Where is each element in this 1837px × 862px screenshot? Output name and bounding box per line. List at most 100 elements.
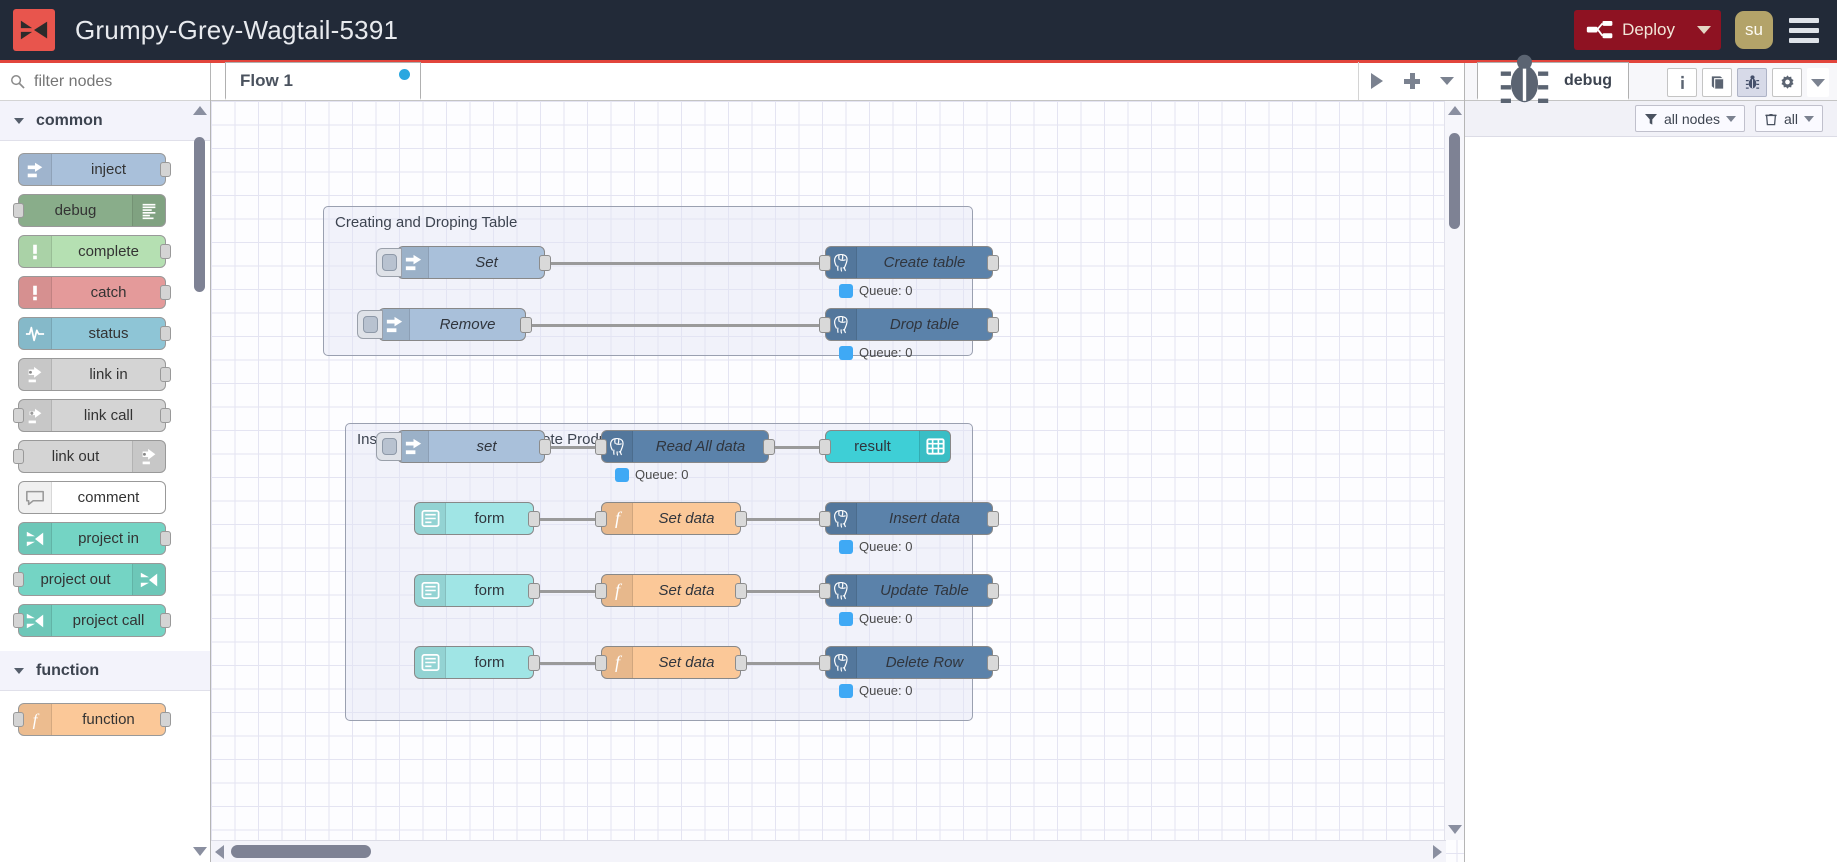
canvas-vscroll-thumb[interactable] <box>1449 133 1460 229</box>
palette-scrollbar[interactable] <box>190 101 208 862</box>
flow-port-in[interactable] <box>819 583 831 599</box>
canvas-horizontal-scrollbar[interactable] <box>211 840 1446 862</box>
run-flow-button[interactable] <box>1359 62 1394 100</box>
flow-node-update-table[interactable]: Update Table <box>819 574 999 607</box>
inject-trigger-button[interactable] <box>376 248 402 277</box>
scroll-down-arrow-icon[interactable] <box>1448 825 1462 834</box>
flow-port-in[interactable] <box>819 317 831 333</box>
flow-node-delete-row[interactable]: Delete Row <box>819 646 999 679</box>
canvas-hscroll-thumb[interactable] <box>231 845 371 858</box>
scroll-up-arrow-icon[interactable] <box>193 106 207 115</box>
flow-port-out[interactable] <box>987 255 999 271</box>
flow-wire[interactable] <box>545 446 603 449</box>
palette-node-link-out[interactable]: link out <box>13 440 166 473</box>
flow-node-form[interactable]: form <box>414 646 540 679</box>
sidebar-menu[interactable] <box>1807 68 1829 97</box>
inject-trigger-button[interactable] <box>357 310 383 339</box>
flow-port-in[interactable] <box>819 255 831 271</box>
palette-node-link-in[interactable]: link in <box>18 358 171 391</box>
flow-wire[interactable] <box>534 590 603 593</box>
flow-port-out[interactable] <box>735 583 747 599</box>
flow-node-insert-data[interactable]: Insert data <box>819 502 999 535</box>
avatar[interactable]: su <box>1735 11 1773 49</box>
flow-node-read-all-data[interactable]: Read All data <box>595 430 775 463</box>
flow-wire[interactable] <box>534 518 603 521</box>
node-filter-button[interactable]: all nodes <box>1634 105 1745 132</box>
flow-node-result[interactable]: result <box>819 430 951 463</box>
debug-message-list[interactable] <box>1465 137 1837 862</box>
clear-debug-button[interactable]: all <box>1754 105 1823 132</box>
flow-port-in[interactable] <box>595 583 607 599</box>
palette-node-link-call[interactable]: link call <box>13 399 171 432</box>
flow-wire[interactable] <box>526 324 827 327</box>
palette-node-catch[interactable]: catch <box>18 276 171 309</box>
flow-wire[interactable] <box>741 518 827 521</box>
flow-port-in[interactable] <box>595 439 607 455</box>
flow-port-out[interactable] <box>987 317 999 333</box>
config-tab[interactable] <box>1772 68 1802 97</box>
flow-port-out[interactable] <box>763 439 775 455</box>
flow-wire[interactable] <box>741 590 827 593</box>
palette-node-debug[interactable]: debug <box>13 194 166 227</box>
flow-port-out[interactable] <box>528 655 540 671</box>
deploy-options-button[interactable] <box>1689 10 1719 50</box>
palette-node-comment[interactable]: comment <box>18 481 166 514</box>
flow-node-create-table[interactable]: Create table <box>819 246 999 279</box>
deploy-button[interactable]: Deploy <box>1574 10 1721 50</box>
flow-wire[interactable] <box>741 662 827 665</box>
flow-node-set[interactable]: Set <box>376 246 551 279</box>
flow-node-remove[interactable]: Remove <box>357 308 532 341</box>
flow-wire[interactable] <box>769 446 827 449</box>
flow-port-in[interactable] <box>595 655 607 671</box>
scroll-down-arrow-icon[interactable] <box>193 847 207 856</box>
flow-port-out[interactable] <box>539 439 551 455</box>
help-tab[interactable] <box>1702 68 1732 97</box>
flow-port-out[interactable] <box>987 511 999 527</box>
palette-node-project-in[interactable]: project in <box>18 522 171 555</box>
scroll-up-arrow-icon[interactable] <box>1448 106 1462 115</box>
palette-category-common[interactable]: common <box>0 101 210 141</box>
flow-port-in[interactable] <box>819 511 831 527</box>
scroll-left-arrow-icon[interactable] <box>215 844 224 859</box>
palette-node-complete[interactable]: complete <box>18 235 171 268</box>
add-flow-button[interactable] <box>1394 62 1429 100</box>
flow-node-drop-table[interactable]: Drop table <box>819 308 999 341</box>
flow-wire[interactable] <box>534 662 603 665</box>
canvas-vertical-scrollbar[interactable] <box>1444 101 1464 840</box>
palette-category-function[interactable]: function <box>0 651 210 691</box>
tab-flow-1[interactable]: Flow 1 <box>225 62 421 100</box>
flow-port-out[interactable] <box>735 655 747 671</box>
info-tab[interactable] <box>1667 68 1697 97</box>
flow-port-out[interactable] <box>528 511 540 527</box>
palette-scroll-thumb[interactable] <box>194 137 205 292</box>
search-input[interactable] <box>34 72 184 91</box>
tab-debug[interactable]: debug <box>1477 54 1629 104</box>
palette-node-project-out[interactable]: project out <box>13 563 166 596</box>
flow-port-out[interactable] <box>539 255 551 271</box>
flow-wire[interactable] <box>545 262 827 265</box>
palette-scroll-area[interactable]: common inject debug complete catch status lin… <box>0 101 210 862</box>
flow-port-out[interactable] <box>528 583 540 599</box>
flow-port-in[interactable] <box>595 511 607 527</box>
flow-node-set[interactable]: set <box>376 430 551 463</box>
palette-node-status[interactable]: status <box>18 317 171 350</box>
flow-node-form[interactable]: form <box>414 502 540 535</box>
debug-tab[interactable] <box>1737 68 1767 97</box>
flow-port-out[interactable] <box>987 655 999 671</box>
flow-port-out[interactable] <box>520 317 532 333</box>
flow-port-out[interactable] <box>987 583 999 599</box>
flow-port-in[interactable] <box>819 439 831 455</box>
flow-port-out[interactable] <box>735 511 747 527</box>
flow-node-form[interactable]: form <box>414 574 540 607</box>
hamburger-menu-icon[interactable] <box>1787 14 1821 46</box>
palette-node-project-call[interactable]: project call <box>13 604 171 637</box>
inject-trigger-button[interactable] <box>376 432 402 461</box>
palette-node-inject[interactable]: inject <box>18 153 171 186</box>
flow-port-in[interactable] <box>819 655 831 671</box>
flow-menu-button[interactable] <box>1429 62 1464 100</box>
scroll-right-arrow-icon[interactable] <box>1433 844 1442 859</box>
